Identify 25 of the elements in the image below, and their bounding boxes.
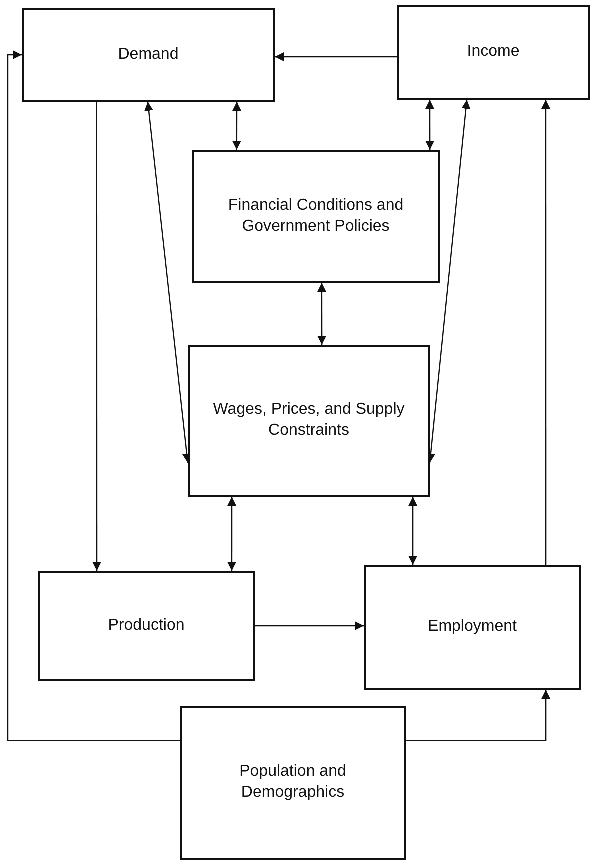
arrow [275,52,397,62]
arrow [7,50,180,742]
process-box [180,706,406,860]
process-box [192,150,440,283]
box-label: Demand [118,44,179,65]
box-label: Wages, Prices, and Supply Constraints [212,400,406,441]
arrow [228,497,237,571]
arrow [406,690,551,742]
process-box [397,5,590,100]
arrow [408,497,418,565]
box-label: Production [108,616,185,636]
process-box [22,8,275,102]
process-box [364,565,581,690]
arrow [542,100,550,565]
process-box [38,571,255,681]
box-label: Employment [428,617,517,638]
arrow [232,102,242,150]
box-label: Financial Conditions and Government Policies [227,196,405,236]
box-label: Population and Demographics [238,762,348,803]
arrow [426,100,435,150]
arrow [255,622,364,630]
arrow [92,102,102,571]
process-box [188,345,430,497]
arrow [317,283,327,345]
box-label: Income [467,42,520,62]
